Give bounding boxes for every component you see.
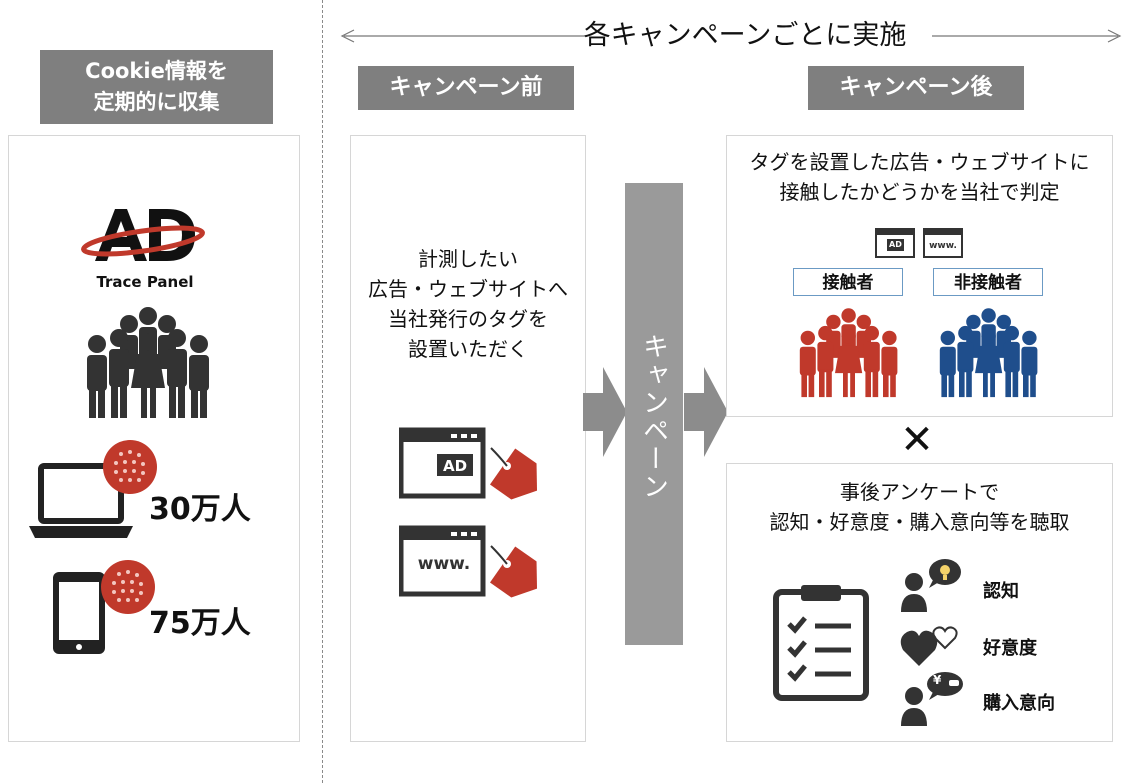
person-lightbulb-icon: [899, 558, 969, 614]
small-www-label: www.: [929, 241, 957, 251]
vertical-dashed-divider: [322, 0, 323, 783]
arrow-to-campaign-icon: [583, 367, 628, 457]
contact-crowd-icon: [795, 306, 903, 401]
smartphone-icon: [49, 568, 109, 658]
www-browser-tag-icon: www.: [399, 524, 549, 604]
banner-label: 各キャンペーンごとに実施: [583, 20, 907, 51]
logo-text: Trace Panel: [96, 273, 194, 291]
cookie-collection-header: Cookie情報を 定期的に収集: [40, 50, 273, 124]
noncontact-label-box: 非接触者: [933, 268, 1043, 296]
after-desc-line2: 接触したかどうかを当社で判定: [779, 180, 1060, 204]
before-desc-line-3: 当社発行のタグを: [388, 307, 548, 331]
ad-browser-tag-icon: AD: [399, 426, 549, 506]
cookie-header-line1: Cookie情報を: [85, 59, 228, 83]
banner-arrows: [340, 29, 1122, 43]
clipboard-checklist-icon: [771, 582, 871, 702]
ad-trace-panel-logo: Trace Panel: [67, 201, 207, 301]
cookie-header-line2: 定期的に収集: [93, 90, 220, 114]
arrow-from-campaign-icon: [684, 367, 729, 457]
mobile-count: 75万人: [149, 606, 251, 641]
contact-label-box: 接触者: [793, 268, 903, 296]
ad-browser-label: AD: [442, 457, 468, 475]
before-campaign-header: キャンペーン前: [358, 66, 574, 110]
hearts-icon: [899, 622, 969, 670]
campaign-bar: キャンペーン: [625, 183, 683, 645]
survey-item-awareness: 認知: [983, 581, 1019, 602]
left-panel: Trace Panel: [8, 135, 300, 742]
before-desc-line-1: 計測したい: [418, 247, 518, 271]
survey-item-purchase-intent: 購入意向: [983, 693, 1055, 714]
top-banner: 各キャンペーンごとに実施: [330, 14, 1123, 58]
laptop-icon: [27, 456, 162, 546]
after-desc-line1: タグを設置した広告・ウェブサイトに: [749, 150, 1090, 174]
after-campaign-header: キャンペーン後: [808, 66, 1024, 110]
campaign-label: キャンペーン: [638, 333, 669, 501]
crowd-icon: [81, 306, 216, 421]
noncontact-crowd-icon: [935, 306, 1043, 401]
before-desc-line-4: 設置いただく: [408, 337, 528, 361]
small-ad-label: AD: [887, 239, 904, 251]
survey-title-line2: 認知・好意度・購入意向等を聴取: [769, 510, 1070, 534]
www-browser-label: www.: [417, 554, 471, 574]
cookie-icon-mobile: [99, 558, 157, 616]
before-panel: 計測したい 広告・ウェブサイトへ 当社発行のタグを 設置いただく AD www.: [350, 135, 586, 742]
survey-title-line1: 事後アンケートで: [839, 480, 1000, 504]
survey-item-favorability: 好意度: [983, 638, 1037, 659]
ad-logo-icon: [81, 209, 205, 261]
yen-symbol: ¥: [933, 673, 942, 687]
pc-count: 30万人: [149, 492, 251, 527]
survey-panel: 事後アンケートで 認知・好意度・購入意向等を聴取 認知: [726, 463, 1113, 742]
before-desc-line-2: 広告・ウェブサイトへ: [368, 277, 568, 301]
before-description: 計測したい 広告・ウェブサイトへ 当社発行のタグを 設置いただく: [351, 244, 585, 364]
cookie-icon: [101, 438, 159, 496]
person-yen-car-icon: ¥: [899, 670, 969, 728]
small-www-browser-icon: www.: [923, 228, 963, 258]
small-ad-browser-icon: AD: [875, 228, 915, 258]
after-contact-panel: タグを設置した広告・ウェブサイトに 接触したかどうかを当社で判定 AD www.…: [726, 135, 1113, 417]
cross-icon: ✕: [900, 417, 934, 463]
